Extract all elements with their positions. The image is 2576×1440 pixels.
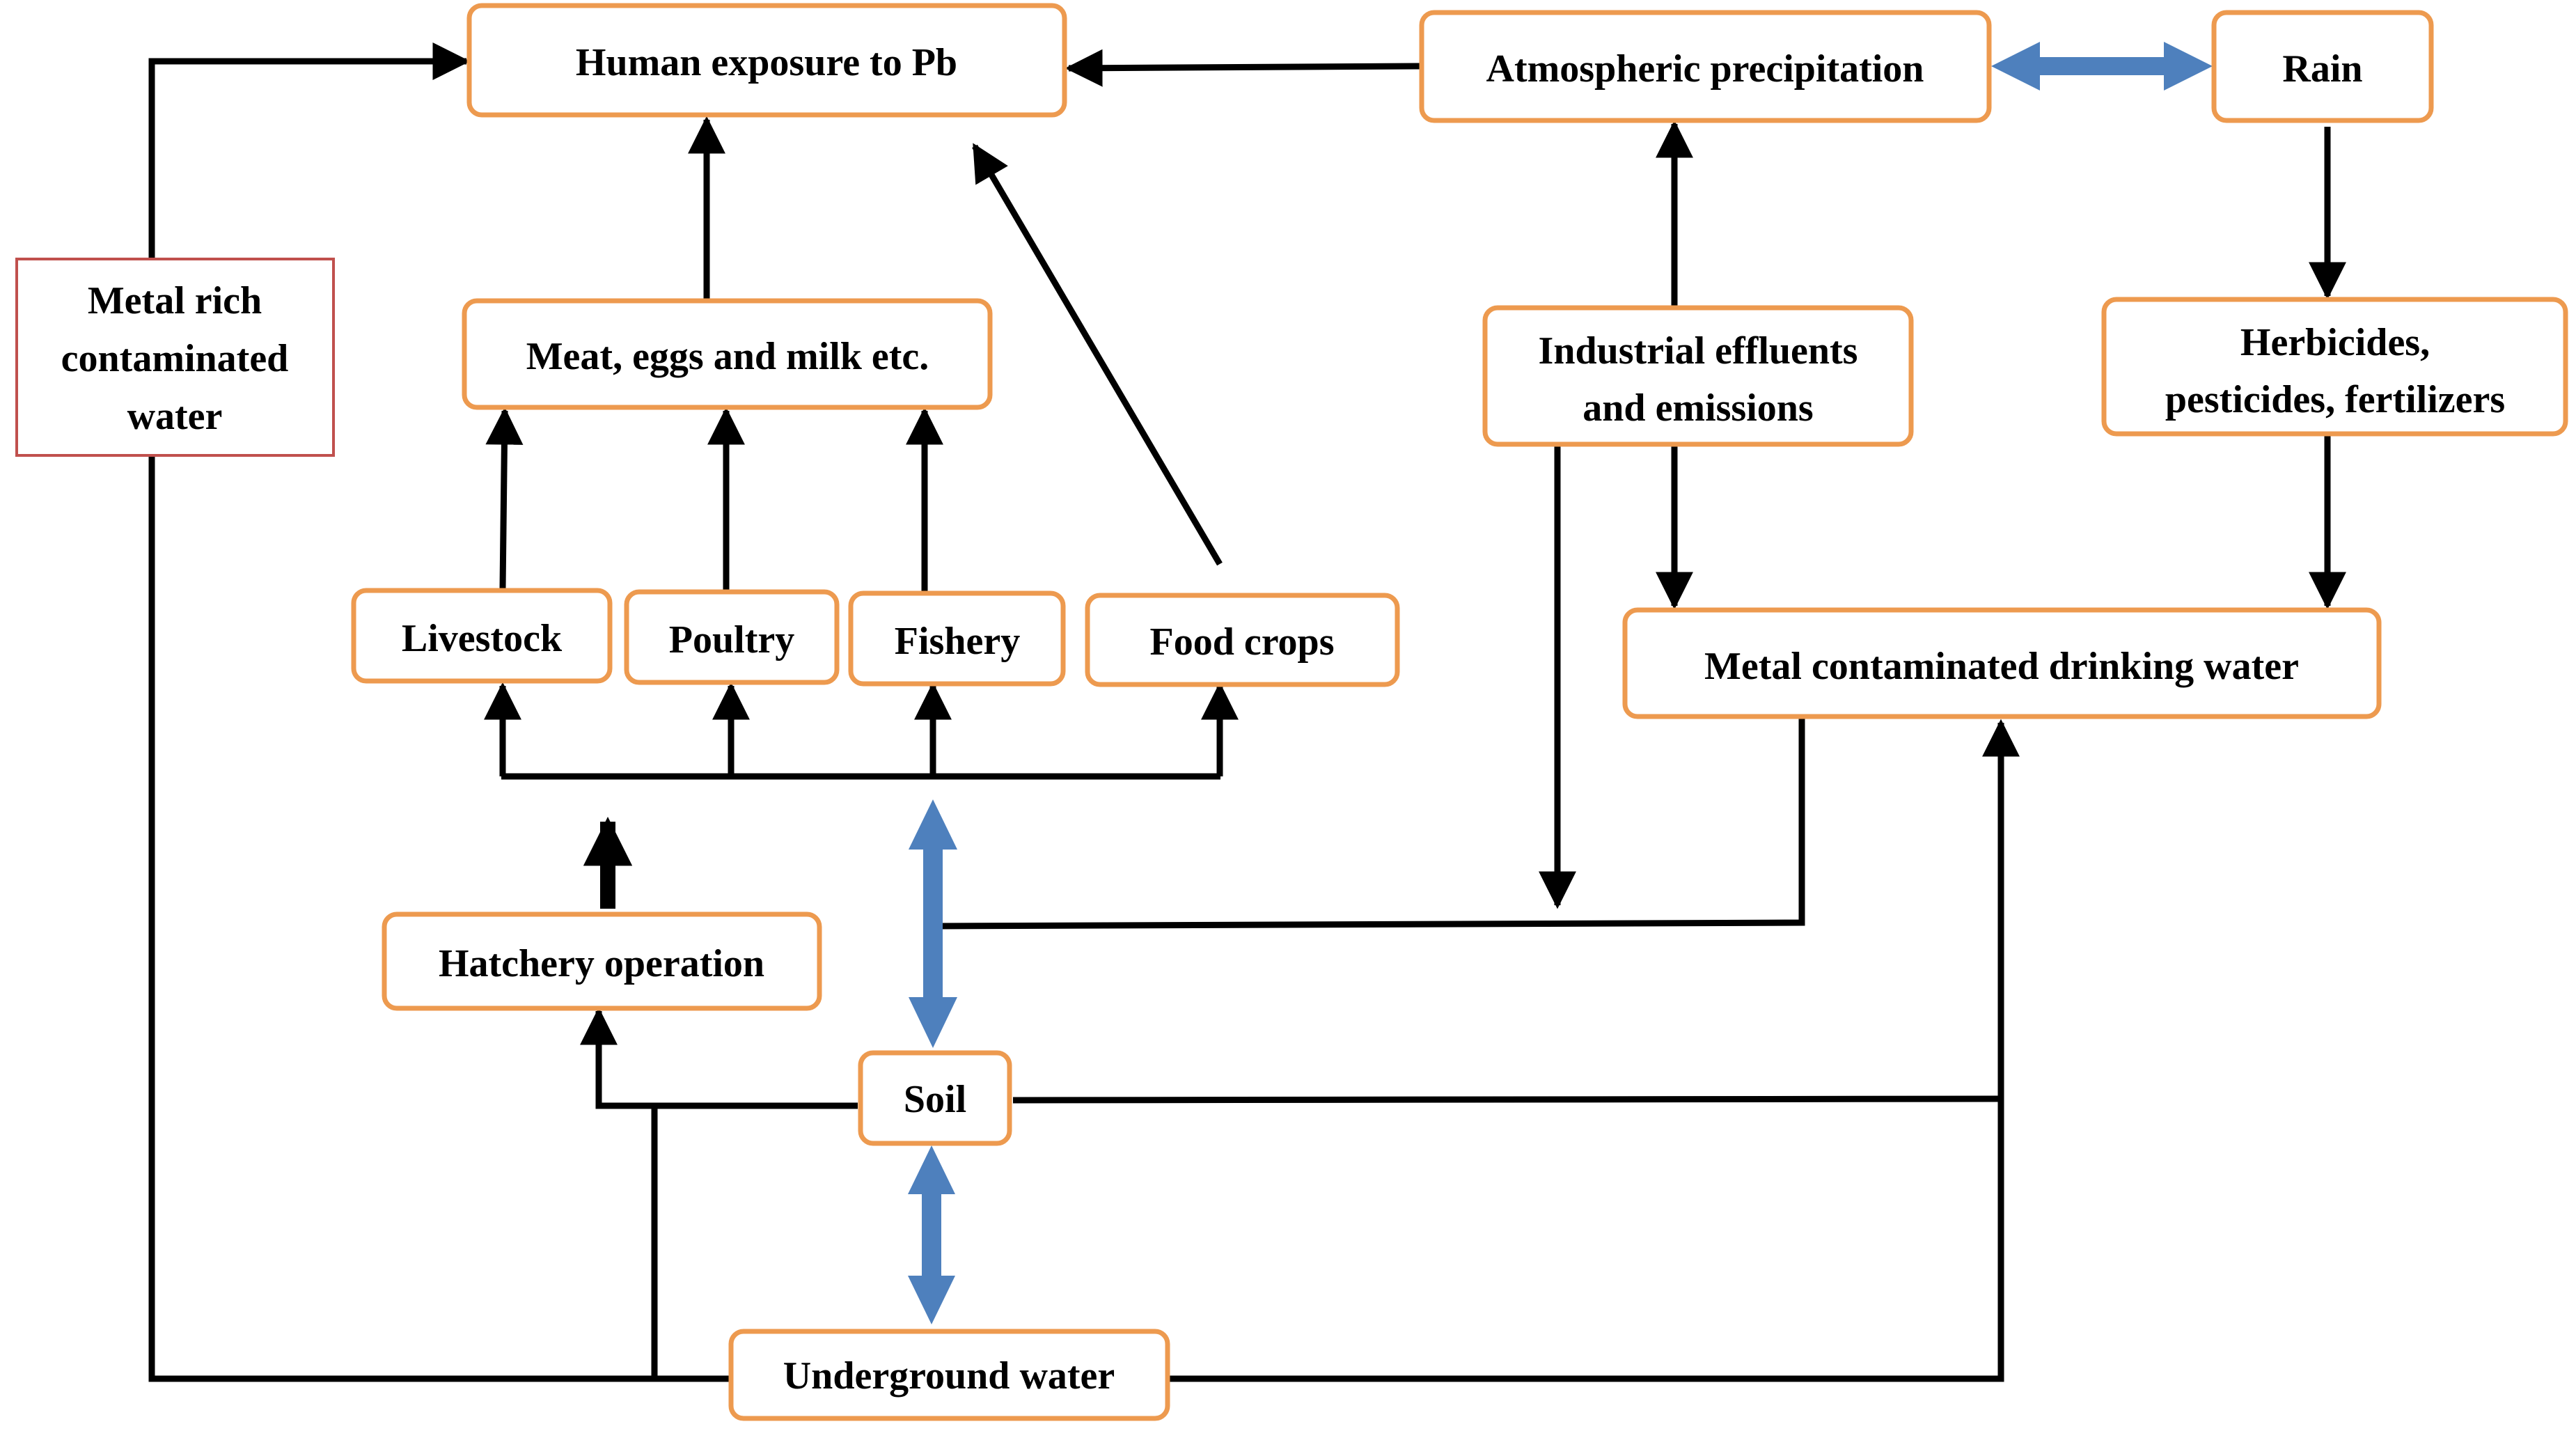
arrow-soil-to-hatchery <box>580 1007 858 1109</box>
label-underground-water: Underground water <box>783 1354 1115 1398</box>
line-metal-rich-to-underground <box>148 456 731 1382</box>
box-metal-rich-water <box>15 258 335 457</box>
label-metal-rich-water-line2: contaminated <box>61 337 289 380</box>
label-industrial-effluents-line2: and emissions <box>1582 386 1813 430</box>
label-fishery: Fishery <box>895 620 1020 663</box>
box-poultry <box>624 589 840 685</box>
box-rain <box>2211 10 2434 123</box>
box-industrial-effluents <box>1482 305 1914 447</box>
label-herbicides-line1: Herbicides, <box>2240 321 2430 364</box>
label-meat-eggs-milk: Meat, eggs and milk etc. <box>526 335 929 378</box>
arrow-metal-rich-to-human-exposure <box>148 42 471 259</box>
line-drinking-water-to-soil-branch <box>936 719 1805 930</box>
connectors <box>148 42 2346 1382</box>
box-drinking-water <box>1622 607 2382 719</box>
line-soil-to-drinking-water <box>1012 1095 2002 1104</box>
label-metal-rich-water-line1: Metal rich <box>88 279 262 322</box>
label-soil: Soil <box>904 1078 966 1121</box>
label-industrial-effluents-line1: Industrial effluents <box>1539 329 1858 373</box>
label-herbicides-line2: pesticides, fertilizers <box>2165 378 2505 421</box>
arrow-soil-underground-bidirectional <box>908 1145 955 1324</box>
node-boxes <box>351 3 2568 1421</box>
box-meat-eggs-milk <box>462 298 993 410</box>
box-livestock <box>351 588 613 684</box>
label-livestock: Livestock <box>402 617 563 660</box>
label-atmospheric-precipitation: Atmospheric precipitation <box>1486 47 1924 91</box>
box-food-crops <box>1085 593 1400 687</box>
bidirectional-arrows <box>908 42 2213 1324</box>
arrow-atmospheric-rain-bidirectional <box>1991 42 2213 91</box>
box-human-exposure <box>466 3 1067 118</box>
label-drinking-water: Metal contaminated drinking water <box>1704 645 2299 688</box>
arrow-atmospheric-to-human-exposure <box>1065 49 1421 87</box>
label-poultry: Poultry <box>669 618 794 662</box>
arrow-underground-to-drinking-water <box>1170 719 2020 1382</box>
label-human-exposure: Human exposure to Pb <box>576 41 957 84</box>
box-hatchery-operation <box>382 911 822 1011</box>
box-atmospheric-precipitation <box>1419 10 1992 123</box>
label-metal-rich-water-line3: water <box>127 395 223 438</box>
box-soil <box>858 1050 1012 1146</box>
box-fishery <box>848 590 1066 687</box>
arrow-food-crops-to-human-exposure <box>972 143 1223 566</box>
arrow-bus-soil-bidirectional <box>909 799 957 1048</box>
box-underground-water <box>728 1329 1170 1421</box>
label-food-crops: Food crops <box>1150 620 1335 664</box>
arrow-livestock-to-meat <box>485 407 524 589</box>
label-rain: Rain <box>2282 47 2362 91</box>
node-labels: Human exposure to Pb Atmospheric precipi… <box>61 41 2505 1398</box>
box-herbicides <box>2101 297 2568 437</box>
label-hatchery-operation: Hatchery operation <box>439 942 764 985</box>
